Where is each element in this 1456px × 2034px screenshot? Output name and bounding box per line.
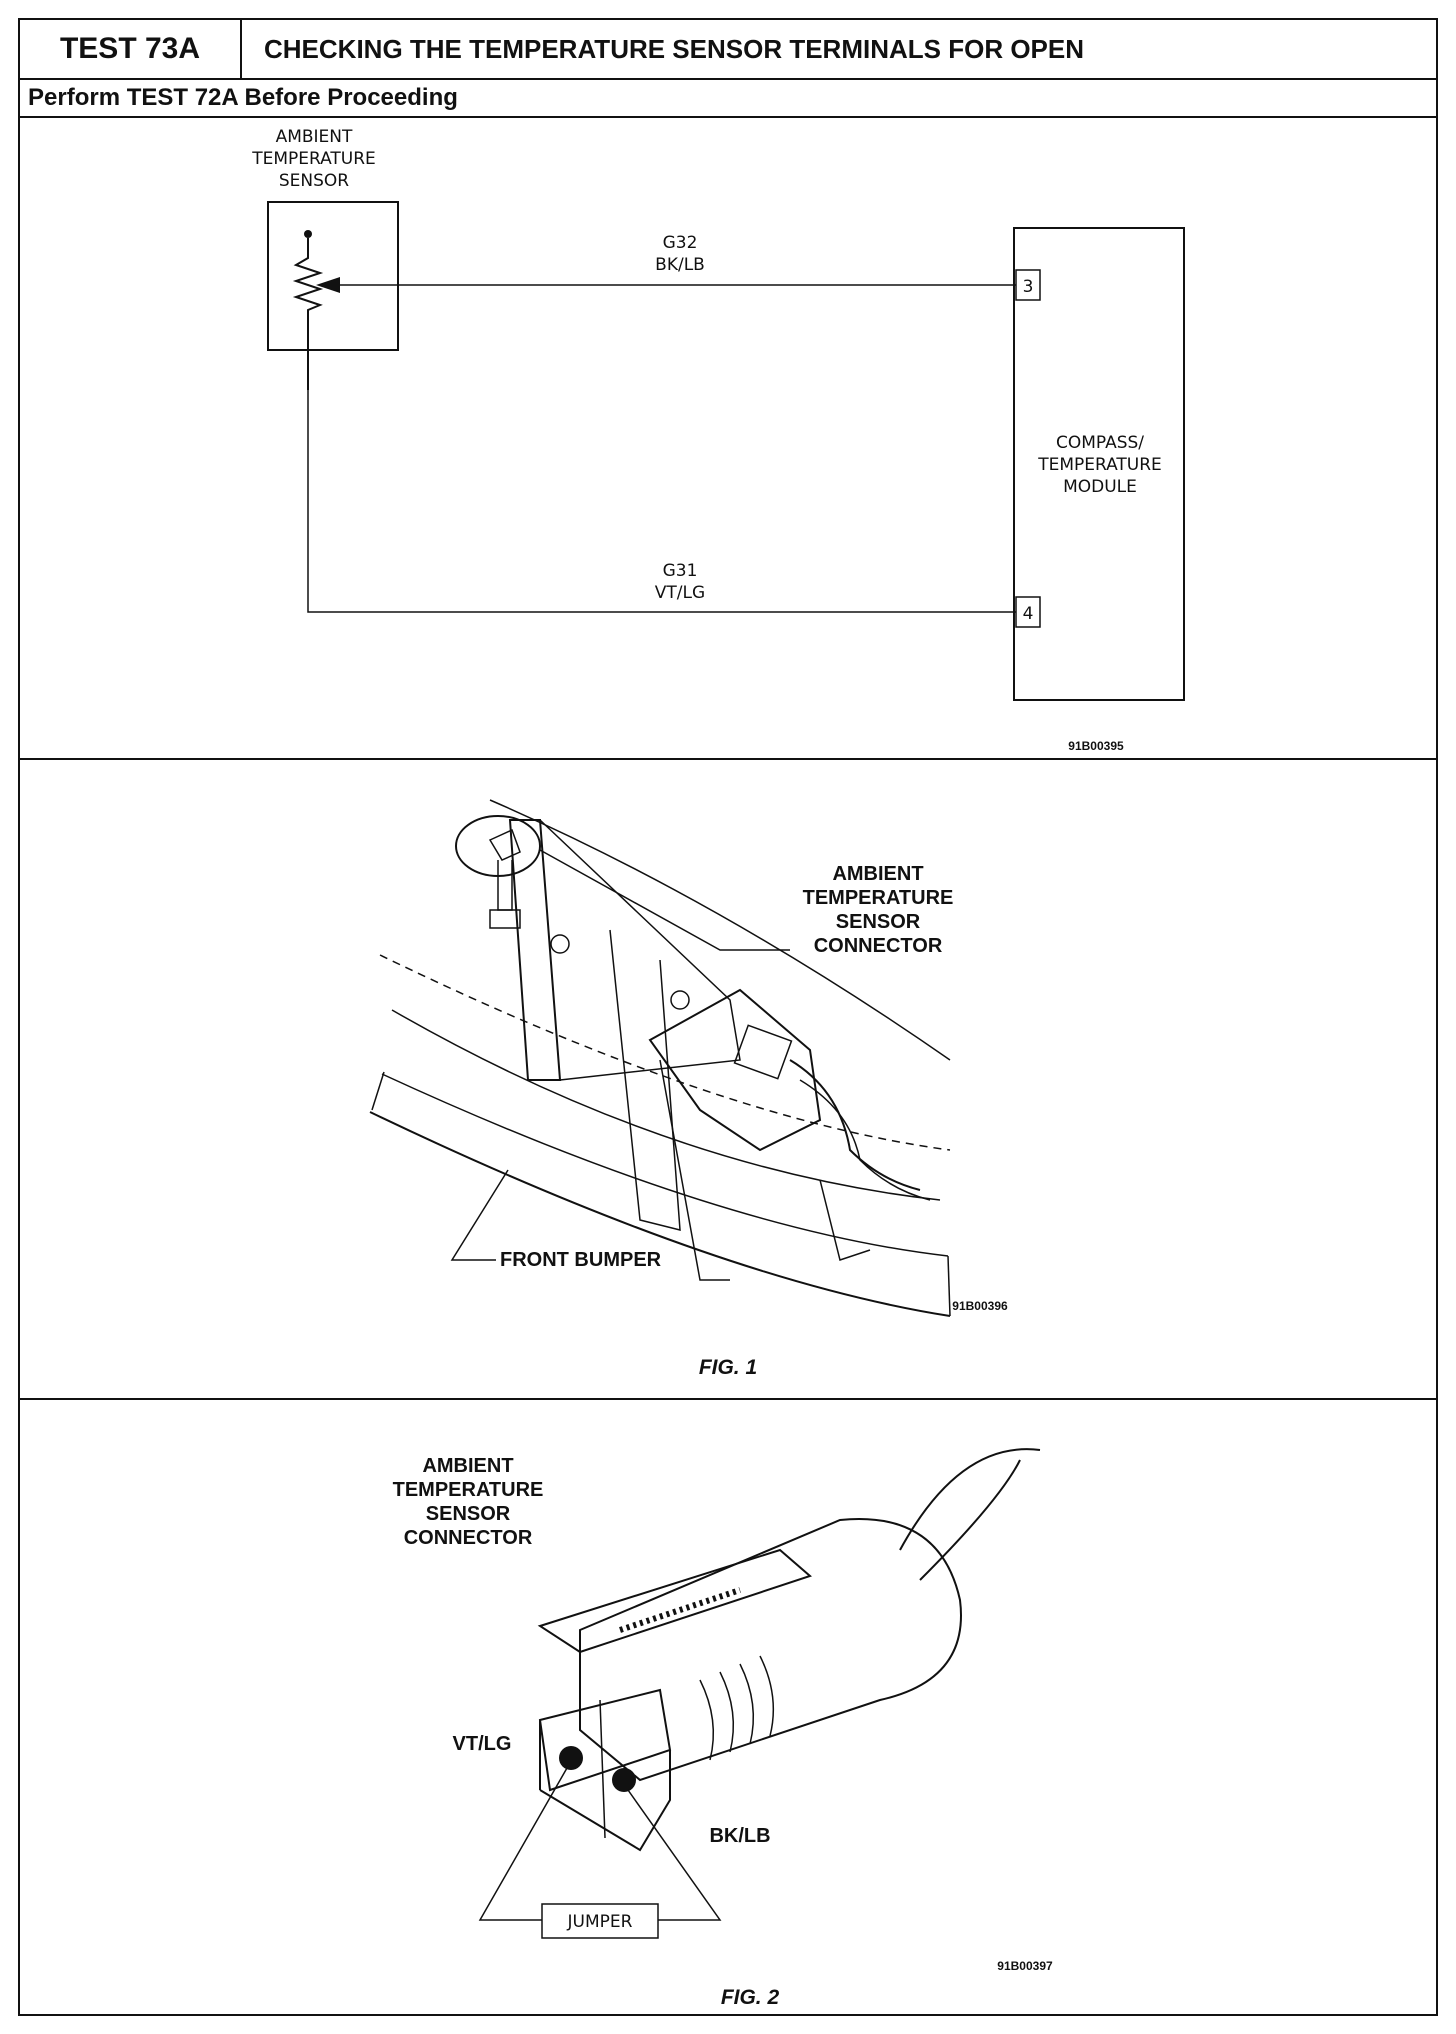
fig1-callout-line-2: TEMPERATURE bbox=[803, 887, 954, 909]
resistor-symbol bbox=[292, 238, 324, 314]
header-row: TEST 73A CHECKING THE TEMPERATURE SENSOR… bbox=[20, 20, 1436, 80]
boot-rib-2 bbox=[719, 1671, 735, 1753]
jumper-wire-right bbox=[627, 1789, 722, 1921]
fig1-caption: FIG. 1 bbox=[699, 1356, 757, 1379]
test-page-frame: TEST 73A CHECKING THE TEMPERATURE SENSOR… bbox=[18, 18, 1438, 2016]
fig1-illustration: AMBIENT TEMPERATURE SENSOR CONNECTOR FRO… bbox=[369, 799, 1008, 1379]
schematic-ref-code: 91B00395 bbox=[1068, 739, 1124, 753]
fig2-label-line-4: CONNECTOR bbox=[404, 1527, 533, 1549]
fig1-panel: AMBIENT TEMPERATURE SENSOR CONNECTOR FRO… bbox=[20, 760, 1436, 1400]
front-bumper-label: FRONT BUMPER bbox=[500, 1249, 662, 1271]
wire-lead-1 bbox=[899, 1448, 1041, 1551]
wire-g31-color: VT/LG bbox=[655, 583, 705, 603]
fig2-label-line-3: SENSOR bbox=[426, 1503, 511, 1525]
schematic-panel: AMBIENT TEMPERATURE SENSOR G32 BK/LB G31… bbox=[20, 118, 1436, 760]
support-strut-2 bbox=[659, 1059, 730, 1281]
test-title: CHECKING THE TEMPERATURE SENSOR TERMINAL… bbox=[264, 33, 1085, 64]
wiper-arrow-icon bbox=[316, 277, 340, 293]
fig2-ref-code: 91B00397 bbox=[997, 1959, 1053, 1973]
terminal-bk-lb bbox=[612, 1768, 636, 1792]
grille-line-dashed bbox=[379, 954, 951, 1151]
bumper-edge-upper bbox=[391, 1009, 941, 1201]
boot-rib-4 bbox=[759, 1655, 775, 1737]
prerequisite-text: Perform TEST 72A Before Proceeding bbox=[28, 84, 458, 111]
fig2-label-line-1: AMBIENT bbox=[422, 1455, 513, 1477]
connector-front bbox=[538, 1688, 672, 1792]
connector-leader-line bbox=[539, 849, 790, 951]
fig1-callout-line-3: SENSOR bbox=[836, 911, 921, 933]
wire-lead-2 bbox=[919, 1459, 1021, 1581]
wire-harness bbox=[789, 1059, 921, 1191]
boot-rib-1 bbox=[699, 1679, 715, 1761]
bumper-edge-lower bbox=[369, 1111, 951, 1317]
sensor-label-line-3: SENSOR bbox=[279, 171, 349, 191]
jumper-label: JUMPER bbox=[567, 1912, 633, 1932]
sensor-box bbox=[267, 201, 399, 351]
connector-divider bbox=[599, 1699, 606, 1839]
lock-tab-ridges bbox=[619, 1587, 741, 1633]
bracket-arm bbox=[539, 819, 741, 1081]
fig2-label-line-2: TEMPERATURE bbox=[393, 1479, 544, 1501]
wire-g31 bbox=[307, 390, 1016, 613]
bolt-icon-2 bbox=[550, 934, 570, 954]
sensor-terminal-dot bbox=[304, 230, 312, 238]
compass-module-box bbox=[1013, 227, 1185, 701]
sensor-head bbox=[488, 828, 521, 861]
wiring-schematic: AMBIENT TEMPERATURE SENSOR G32 BK/LB G31… bbox=[251, 127, 1185, 753]
bumper-leader-line bbox=[450, 1169, 509, 1261]
test-id: TEST 73A bbox=[20, 20, 242, 78]
bumper-end-line bbox=[371, 1071, 385, 1111]
support-strut-1 bbox=[609, 929, 681, 1231]
connector-front-lower bbox=[539, 1750, 671, 1852]
prerequisite-row: Perform TEST 72A Before Proceeding bbox=[20, 80, 1436, 118]
wire-harness-2 bbox=[799, 1079, 931, 1201]
pin-4-box bbox=[1015, 596, 1041, 628]
lock-tab bbox=[537, 1548, 812, 1654]
connector-latch bbox=[733, 1024, 793, 1080]
sensor-label-line-2: TEMPERATURE bbox=[251, 149, 376, 169]
bumper-edge-mid bbox=[381, 1073, 949, 1257]
terminal-right-label: BK/LB bbox=[709, 1825, 770, 1847]
sensor-stem bbox=[497, 860, 513, 911]
wire-g32-circuit: G32 bbox=[663, 233, 698, 253]
bolt-icon bbox=[670, 990, 690, 1010]
terminal-vt-lg bbox=[559, 1746, 583, 1770]
pin-3-label: 3 bbox=[1023, 277, 1034, 297]
jumper-box bbox=[541, 1903, 659, 1939]
fig2-panel: AMBIENT TEMPERATURE SENSOR CONNECTOR bbox=[20, 1400, 1436, 2016]
connector-body bbox=[579, 1518, 962, 1782]
jumper-wire-left bbox=[478, 1767, 568, 1921]
fig1-callout-line-4: CONNECTOR bbox=[814, 935, 943, 957]
support-strut-3 bbox=[819, 1179, 871, 1261]
wire-g32-color: BK/LB bbox=[655, 255, 705, 275]
bumper-corner-line bbox=[947, 1255, 951, 1317]
connector-housing bbox=[648, 988, 822, 1152]
module-label-line-3: MODULE bbox=[1063, 477, 1137, 497]
fig1-ref-code: 91B00396 bbox=[952, 1299, 1008, 1313]
module-label-line-2: TEMPERATURE bbox=[1037, 455, 1162, 475]
fig2-illustration: AMBIENT TEMPERATURE SENSOR CONNECTOR bbox=[393, 1448, 1053, 2009]
grille-top-line bbox=[489, 799, 951, 1061]
fig1-callout-line-1: AMBIENT bbox=[832, 863, 923, 885]
pin-4-label: 4 bbox=[1023, 604, 1034, 624]
terminal-left-label: VT/LG bbox=[453, 1733, 512, 1755]
boot-rib-3 bbox=[739, 1663, 755, 1745]
sensor-label-line-1: AMBIENT bbox=[276, 127, 353, 147]
wire-g31-circuit: G31 bbox=[663, 561, 698, 581]
pin-3-box bbox=[1015, 269, 1041, 301]
sensor-base bbox=[489, 909, 521, 929]
module-label-line-1: COMPASS/ bbox=[1056, 433, 1144, 453]
fig2-caption: FIG. 2 bbox=[721, 1986, 780, 2009]
